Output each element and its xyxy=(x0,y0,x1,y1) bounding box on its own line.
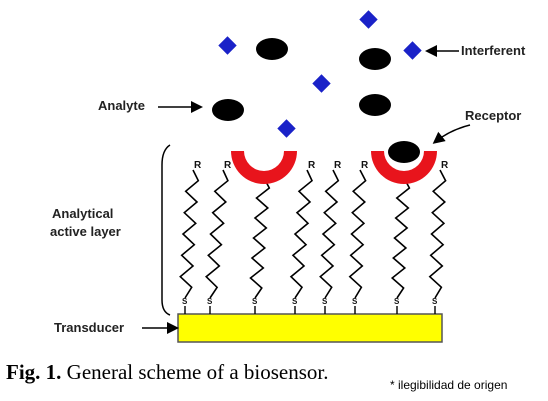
transducer-label: Transducer xyxy=(54,320,124,335)
alkyl-chain xyxy=(179,169,200,299)
analyte-icon xyxy=(256,38,288,60)
active-layer-bracket xyxy=(161,144,171,316)
r-group-label: R xyxy=(308,160,316,171)
figure-caption-prefix: Fig. 1. xyxy=(6,360,62,384)
receptor-icon xyxy=(231,151,297,184)
interferent-icon xyxy=(312,74,331,93)
r-group-label: R xyxy=(441,160,449,171)
sulfur-anchor-label: S xyxy=(394,297,400,306)
transducer-bar xyxy=(177,313,443,343)
interferent-icon xyxy=(359,10,378,29)
r-group-label: R xyxy=(361,160,369,171)
active-layer-label-line2: active layer xyxy=(50,224,121,239)
molecular-chains: S R S R S S R S R S R S S R xyxy=(179,160,449,314)
alkyl-chain xyxy=(204,169,229,299)
sulfur-anchor-label: S xyxy=(432,297,438,306)
sulfur-anchor-label: S xyxy=(207,297,213,306)
interferent-icon xyxy=(218,36,237,55)
alkyl-chain xyxy=(249,177,271,299)
sulfur-anchor-label: S xyxy=(322,297,328,306)
analyte-icon xyxy=(212,99,244,121)
footnote: * ilegibilidad de origen xyxy=(390,378,508,392)
receptor-arrow xyxy=(432,124,471,144)
analyte-icon xyxy=(359,48,391,70)
r-group-label: R xyxy=(194,160,202,171)
figure-caption: Fig. 1. General scheme of a biosensor. xyxy=(6,360,329,385)
sulfur-anchor-label: S xyxy=(252,297,258,306)
alkyl-chain xyxy=(428,169,447,299)
r-group-label: R xyxy=(334,160,342,171)
r-group-label: R xyxy=(224,160,232,171)
active-layer-label-line1: Analytical xyxy=(52,206,113,221)
alkyl-chain xyxy=(348,169,367,299)
alkyl-chain xyxy=(390,177,411,299)
analyte-icon xyxy=(388,141,420,163)
interferent-icon xyxy=(277,119,296,138)
sulfur-anchor-label: S xyxy=(352,297,358,306)
analyte-icon xyxy=(359,94,391,116)
alkyl-chain xyxy=(289,169,313,299)
sulfur-anchor-label: S xyxy=(182,297,188,306)
analyte-label: Analyte xyxy=(98,98,145,113)
figure-caption-text: General scheme of a biosensor. xyxy=(66,360,329,384)
receptor-icon xyxy=(371,151,437,184)
interferent-icon xyxy=(403,41,422,60)
sulfur-anchor-label: S xyxy=(292,297,298,306)
alkyl-chain xyxy=(319,169,340,299)
interferent-label: Interferent xyxy=(461,43,526,58)
receptor-label: Receptor xyxy=(465,108,521,123)
